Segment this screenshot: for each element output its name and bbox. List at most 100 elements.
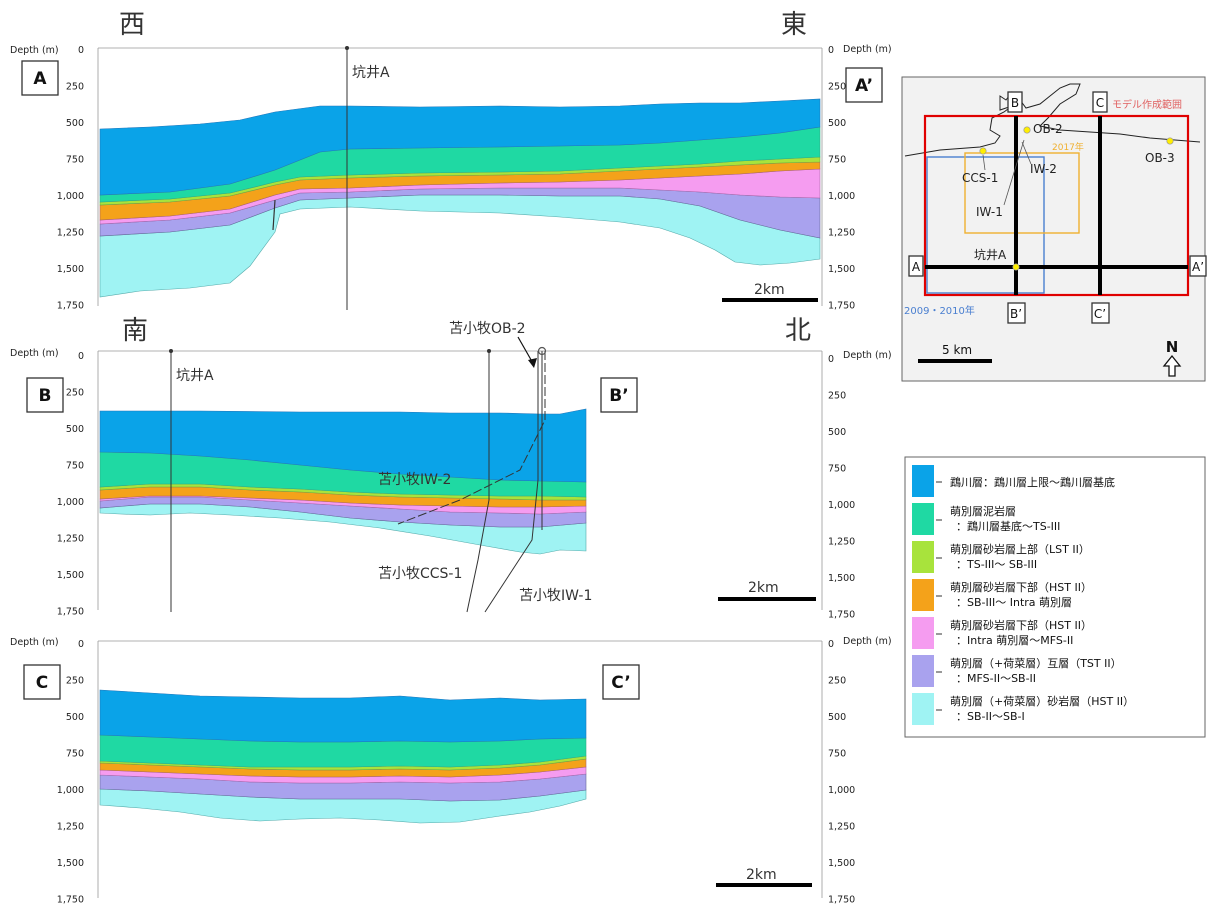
depth-tick-label: 750	[828, 155, 846, 166]
map-label-b: B	[1011, 96, 1019, 110]
map-label-a-prime-box	[1189, 255, 1207, 277]
legend-label: 萌別層砂岩層上部（LST II）	[950, 542, 1090, 556]
depth-tick-label: 750	[66, 461, 84, 472]
depth-tick-label: 1,250	[828, 822, 855, 833]
depth-tick-label: 1,250	[57, 534, 84, 545]
depth-tick-label: 0	[78, 639, 84, 650]
legend-frame	[904, 456, 1206, 738]
legend-swatch	[912, 579, 934, 611]
map-label-c-prime-box	[1091, 302, 1110, 324]
legend-sublabel: ：MFS-II～SB-II	[956, 672, 1036, 685]
legend-label: 萌別層泥岩層	[950, 504, 1016, 518]
model-area	[923, 114, 1190, 297]
section-end-label: A’	[855, 76, 873, 96]
well-ccs1-trajectory	[466, 351, 490, 613]
legend-sublabel: ：SB-II～SB-I	[956, 710, 1025, 723]
depth-tick-label: 1,500	[828, 264, 855, 275]
well-ob3-marker	[1166, 137, 1174, 145]
direction-east: 東	[781, 10, 807, 40]
depth-tick-label: 1,500	[828, 858, 855, 869]
map-scale-label: 5 km	[942, 343, 972, 357]
depth-tick-label: 0	[828, 639, 834, 650]
section-end-box	[600, 377, 638, 413]
north-label: N	[1166, 338, 1179, 356]
legend-swatch	[912, 465, 934, 497]
legend-label: 鵡川層：鵡川層上限～鵡川層基底	[950, 475, 1115, 489]
layer-mukawa	[99, 98, 821, 196]
depth-tick-label: 1,000	[57, 191, 84, 202]
depth-tick-label: 750	[66, 749, 84, 760]
map-label-b-box	[1007, 91, 1023, 113]
survey-2009-2010-label: 2009・2010年	[904, 304, 975, 317]
well-ob2-marker	[1023, 126, 1031, 134]
depth-tick-label: 0	[78, 351, 84, 362]
well-a-label: 坑井A	[352, 65, 390, 81]
depth-axis-label-left: Depth (m)	[10, 45, 59, 56]
depth-tick-label: 1,750	[57, 895, 84, 905]
legend-sublabel: ：鵡川層基底～TS-III	[956, 519, 1060, 533]
well-leader-iw1	[1003, 139, 1025, 206]
depth-tick-label: 1,000	[57, 497, 84, 508]
map-well-a-label: 坑井A	[974, 247, 1007, 262]
depth-tick-label: 500	[828, 712, 846, 723]
panel-bb-layers	[99, 408, 587, 555]
depth-tick-label: 0	[78, 45, 84, 56]
well-iw2-trajectory	[397, 351, 546, 525]
legend-swatch	[912, 541, 934, 573]
well-cluster-wellhead	[537, 346, 547, 356]
depth-tick-label: 1,500	[57, 264, 84, 275]
depth-tick-label: 750	[66, 155, 84, 166]
depth-tick-label: 1,000	[828, 785, 855, 796]
depth-tick-label: 500	[828, 427, 846, 438]
section-end-label: B’	[609, 386, 628, 406]
well-leader-ccs1	[982, 154, 986, 171]
depth-tick-label: 1,500	[57, 570, 84, 581]
depth-tick-label: 500	[66, 118, 84, 129]
section-end-box	[602, 664, 640, 700]
depth-tick-label: 0	[828, 45, 834, 56]
depth-tick-label: 500	[66, 424, 84, 435]
section-start-box	[23, 664, 61, 700]
legend-sublabel: ：Intra 萌別層～MFS-II	[956, 633, 1073, 647]
depth-tick-label: 250	[828, 82, 846, 93]
section-start-label: A	[33, 69, 47, 89]
section-start-label: C	[36, 673, 48, 693]
section-start-box	[21, 60, 59, 96]
panel-aa-layers	[99, 98, 821, 298]
legend-swatch	[912, 693, 934, 725]
location-map: モデル作成範囲 2017年 2009・2010年 A A’ B B’ C C’ …	[901, 76, 1207, 382]
depth-axis-label-left: Depth (m)	[10, 348, 59, 359]
legend-sublabel: ：TS-III～ SB-III	[956, 558, 1037, 571]
depth-tick-label: 0	[828, 354, 834, 365]
map-label-c-prime: C’	[1094, 307, 1106, 321]
depth-tick-label: 1,750	[828, 301, 855, 312]
map-well-ob3-label: OB-3	[1145, 151, 1175, 165]
map-well-iw2-label: IW-2	[1030, 162, 1057, 176]
depth-tick-label: 1,750	[57, 607, 84, 618]
depth-tick-label: 500	[66, 712, 84, 723]
depth-tick-label: 1,250	[57, 228, 84, 239]
section-panel-aa: 西 東 Depth (m) Depth (m) 02505007501,0001…	[10, 10, 892, 312]
section-start-label: B	[39, 386, 52, 406]
scale-bar-label: 2km	[746, 867, 777, 883]
map-label-a-box	[908, 255, 924, 277]
arrowhead-icon	[528, 358, 537, 368]
layer-mukawa	[99, 689, 587, 743]
depth-tick-label: 1,000	[828, 500, 855, 511]
depth-tick-label: 250	[828, 391, 846, 402]
section-panel-cc: Depth (m) Depth (m) 02505007501,0001,250…	[10, 636, 892, 906]
section-start-box	[26, 377, 64, 413]
depth-tick-label: 1,250	[828, 537, 855, 548]
depth-tick-label: 1,000	[57, 785, 84, 796]
depth-tick-label: 1,500	[828, 573, 855, 584]
map-well-ob2-label: OB-2	[1033, 122, 1063, 136]
depth-tick-label: 1,250	[828, 228, 855, 239]
well-ccs1-wellhead	[487, 349, 491, 353]
